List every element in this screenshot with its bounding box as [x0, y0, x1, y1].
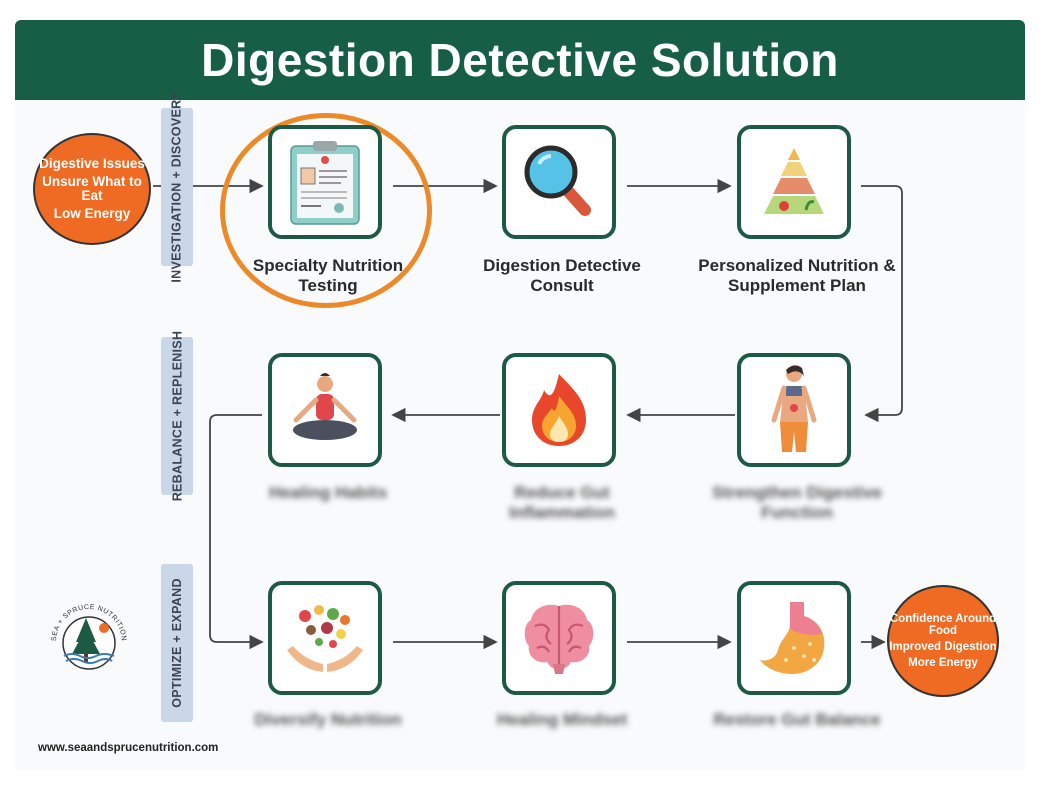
- end-item: More Energy: [908, 657, 978, 669]
- sea-spruce-logo: SEA + SPRUCE NUTRITION: [51, 604, 127, 670]
- step-tile-healing-habits: [268, 353, 382, 467]
- step-tile-testing: [268, 125, 382, 239]
- brain-icon: [524, 604, 594, 674]
- arrow-s6-to-s7: [209, 414, 264, 650]
- step-label-plan: Personalized Nutrition & Supplement Plan: [698, 256, 896, 295]
- page-title: Digestion Detective Solution: [201, 34, 839, 86]
- title-banner: Digestion Detective Solution: [15, 20, 1025, 100]
- step-label-healing-habits: Healing Habits: [268, 483, 388, 502]
- stage-bar-investigation: INVESTIGATION + DISCOVERY: [161, 91, 193, 283]
- step-label-inflammation: Reduce Gut Inflammation: [509, 483, 615, 522]
- fire-icon: [532, 374, 586, 446]
- step-label-digestive-function: Strengthen Digestive Function: [711, 483, 883, 522]
- step-tile-inflammation: [502, 353, 616, 467]
- step-label-consult: Digestion Detective Consult: [483, 256, 641, 295]
- start-item: Low Energy: [53, 206, 131, 221]
- clipboard-icon: [290, 141, 360, 225]
- step-tile-diversify: [268, 581, 382, 695]
- torso-icon: [771, 365, 817, 452]
- stage-bar-optimize: OPTIMIZE + EXPAND: [161, 564, 193, 722]
- start-item: Unsure What to Eat: [42, 174, 142, 203]
- meditation-icon: [293, 373, 357, 440]
- stomach-icon: [760, 602, 825, 674]
- stage-label: REBALANCE + REPLENISH: [170, 330, 184, 502]
- start-item: Digestive Issues: [39, 156, 145, 171]
- hands-food-icon: [287, 605, 363, 672]
- step-label-testing: Specialty Nutrition Testing: [252, 256, 404, 295]
- arrow-s3-to-s4: [861, 185, 903, 423]
- stage-label: OPTIMIZE + EXPAND: [170, 578, 185, 708]
- step-tile-plan: [737, 125, 851, 239]
- stage-bar-rebalance: REBALANCE + REPLENISH: [161, 331, 193, 501]
- end-circle: Confidence Around Food Improved Digestio…: [887, 585, 999, 697]
- step-tile-digestive-function: [737, 353, 851, 467]
- footer-url[interactable]: www.seaandsprucenutrition.com: [38, 742, 219, 754]
- step-tile-gut-balance: [737, 581, 851, 695]
- start-circle: Digestive Issues Unsure What to Eat Low …: [33, 133, 151, 245]
- stage-label: INVESTIGATION + DISCOVERY: [170, 91, 184, 283]
- step-label-mindset: Healing Mindset: [496, 710, 628, 729]
- end-item: Improved Digestion: [889, 641, 997, 653]
- food-pyramid-icon: [764, 148, 824, 214]
- magnifier-icon: [524, 145, 591, 216]
- end-item: Confidence Around Food: [889, 613, 997, 637]
- step-label-diversify: Diversify Nutrition: [254, 710, 402, 729]
- step-tile-mindset: [502, 581, 616, 695]
- step-label-gut-balance: Restore Gut Balance: [713, 710, 881, 729]
- highlight-ring: [220, 113, 432, 308]
- step-tile-consult: [502, 125, 616, 239]
